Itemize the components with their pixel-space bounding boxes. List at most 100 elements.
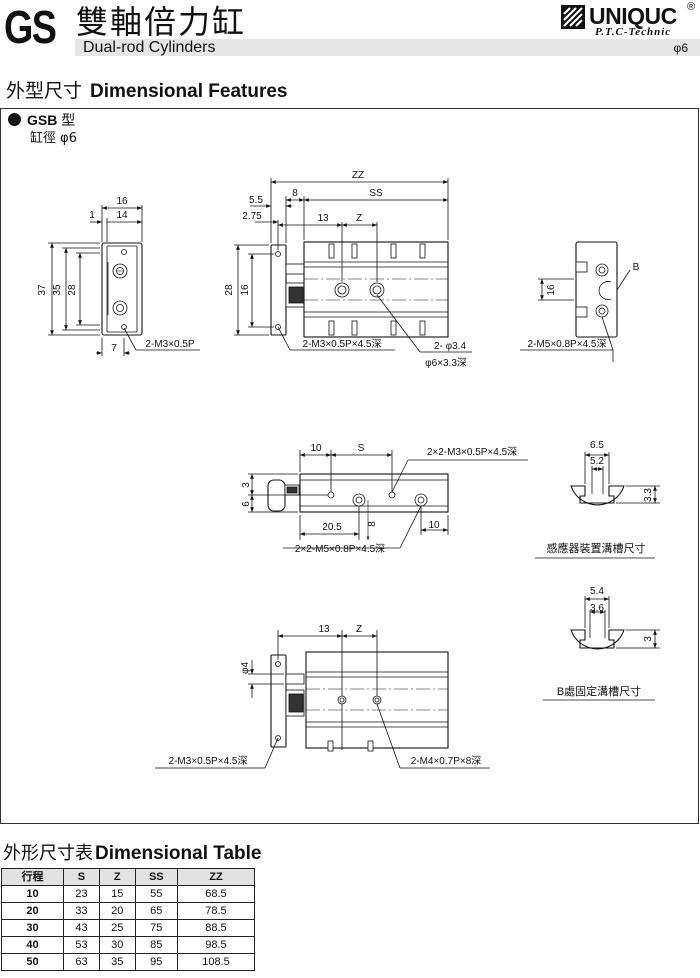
dim-label: 13 <box>317 213 329 224</box>
table-cell: 35 <box>98 953 136 971</box>
dim-label: 10 <box>310 443 322 454</box>
column-header: SS <box>134 868 178 886</box>
model-heading: GSB 型 <box>8 112 75 129</box>
table-cell: 88.5 <box>176 919 256 937</box>
dim-label: B <box>633 262 640 273</box>
dim-label: SS <box>369 188 383 199</box>
table-cell: 15 <box>98 885 136 903</box>
table-cell: 78.5 <box>176 902 256 920</box>
brand-logo: UNIQUC ® P.T.C-Technic <box>561 1 697 39</box>
dim-label: Z <box>356 624 362 635</box>
table-cell: 30 <box>0 919 65 937</box>
dim-label: S <box>358 443 365 454</box>
callout-text: 2×2-M3×0.5P×4.5深 <box>427 446 517 458</box>
dim-label: φ4 <box>240 662 251 674</box>
table-cell: 43 <box>63 919 100 937</box>
table-cell: 55 <box>134 885 178 903</box>
table-cell: 75 <box>134 919 178 937</box>
model-bore: 缸徑 φ6 <box>30 131 77 146</box>
view-end-left <box>48 205 200 356</box>
model-name: GSB <box>27 112 58 128</box>
series-code: GS <box>4 1 57 53</box>
dimension-table: 行程 S Z SS ZZ 10 23 15 55 68.5 20 33 20 6… <box>0 868 256 971</box>
callout-text: 2-M3×0.5P×4.5深 <box>303 338 382 350</box>
dim-label: 37 <box>37 284 48 296</box>
dim-label: 3 <box>241 482 252 488</box>
dim-label: 13 <box>318 624 330 635</box>
table-cell: 20 <box>0 902 65 920</box>
slot-caption: 感應器裝置溝槽尺寸 <box>547 541 646 555</box>
dim-label: 8 <box>367 521 378 527</box>
table-cell: 108.5 <box>176 953 256 971</box>
table-title-en: Dimensional Table <box>95 843 262 864</box>
table-cell: 20 <box>98 902 136 920</box>
table-cell: 95 <box>134 953 178 971</box>
callout-text: φ6×3.3深 <box>425 357 467 369</box>
table-cell: 63 <box>63 953 100 971</box>
view-end-right <box>520 241 631 362</box>
column-header: Z <box>98 868 136 886</box>
dim-label: 5.5 <box>249 195 263 206</box>
dim-label: 7 <box>111 343 117 354</box>
column-header: S <box>63 868 100 886</box>
dim-label: 3.3 <box>643 488 654 502</box>
drawing-frame <box>0 108 699 824</box>
table-row: 20 33 20 65 78.5 <box>0 902 256 920</box>
column-header: ZZ <box>176 868 256 886</box>
dim-label: 28 <box>224 284 235 296</box>
slot-sensor <box>535 452 660 559</box>
callout-text: 2- φ3.4 <box>434 341 466 352</box>
dim-label: ZZ <box>352 170 364 181</box>
table-title-cn: 外形尺寸表 <box>3 843 93 864</box>
section-title-en: Dimensional Features <box>90 81 288 102</box>
table-header-row: 行程 S Z SS ZZ <box>0 868 256 886</box>
dim-label: 3 <box>643 636 654 642</box>
dim-label: 8 <box>292 188 298 199</box>
view-side-bottom <box>155 630 490 769</box>
product-title-cn: 雙軸倍力缸 <box>76 3 247 41</box>
table-cell: 65 <box>134 902 178 920</box>
section-title: 外型尺寸 Dimensional Features <box>6 80 287 103</box>
table-cell: 50 <box>0 953 65 971</box>
dim-label: 3.6 <box>590 603 604 614</box>
table-row: 50 63 35 95 108.5 <box>0 953 256 971</box>
callout-text: 2×2-M5×0.8P×4.5深 <box>295 543 385 555</box>
bore-size-label: φ6 <box>673 41 688 55</box>
dim-label: 16 <box>116 196 128 207</box>
dim-label: 6 <box>241 501 252 507</box>
slot-fixing <box>543 596 660 701</box>
table-row: 40 53 30 85 98.5 <box>0 936 256 954</box>
table-cell: 85 <box>134 936 178 954</box>
slot-caption: B處固定溝槽尺寸 <box>557 684 641 698</box>
view-bottom <box>248 450 528 549</box>
model-suffix: 型 <box>61 113 76 129</box>
section-title-cn: 外型尺寸 <box>6 80 83 102</box>
dim-label: 10 <box>428 520 440 531</box>
dim-label: 5.2 <box>590 456 604 467</box>
brand-name: UNIQUC <box>589 3 677 29</box>
product-subtitle: Dual-rod Cylinders <box>83 39 216 56</box>
callout-text: 2-M4×0.7P×8深 <box>411 755 482 767</box>
brand-mark-icon <box>561 5 585 29</box>
table-cell: 10 <box>0 885 65 903</box>
callout-text: 2-M3×0.5P <box>145 339 195 350</box>
table-cell: 23 <box>63 885 100 903</box>
dim-label: 2.75 <box>242 211 262 222</box>
table-cell: 98.5 <box>176 936 256 954</box>
table-cell: 25 <box>98 919 136 937</box>
brand-tagline: P.T.C-Technic <box>595 26 672 38</box>
dim-label: 16 <box>240 284 251 296</box>
view-side-top <box>234 178 472 353</box>
callout-text: 2-M5×0.8P×4.5深 <box>528 338 607 350</box>
table-cell: 68.5 <box>176 885 256 903</box>
dim-label: 28 <box>67 284 78 296</box>
dim-label: 6.5 <box>590 440 604 451</box>
table-cell: 33 <box>63 902 100 920</box>
dim-label: 20.5 <box>322 522 342 533</box>
dim-label: 1 <box>89 210 95 221</box>
bullet-icon <box>8 113 21 126</box>
table-cell: 53 <box>63 936 100 954</box>
table-row: 10 23 15 55 68.5 <box>0 885 256 903</box>
dim-label: 16 <box>546 284 557 296</box>
table-cell: 40 <box>0 936 65 954</box>
